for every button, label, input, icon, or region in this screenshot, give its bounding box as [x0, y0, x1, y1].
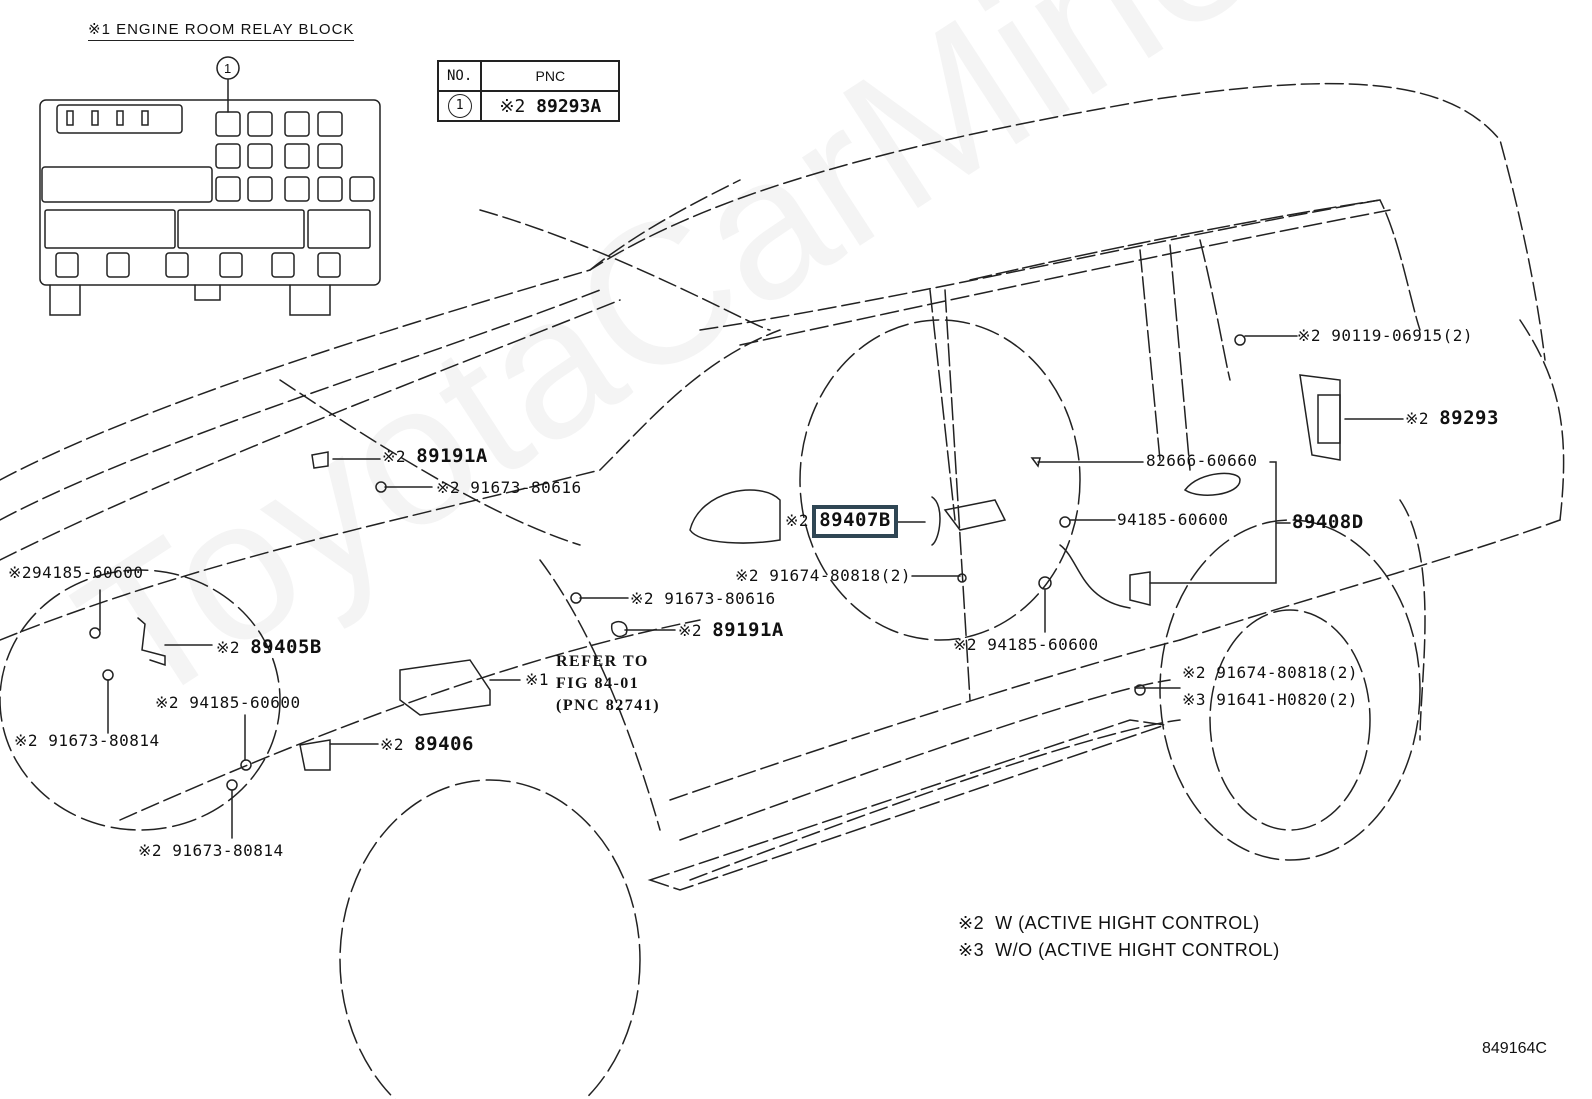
callout-mark: ※2: [735, 566, 760, 585]
running-board: [647, 719, 1166, 891]
pnc-header-pnc: PNC: [480, 60, 621, 92]
callout-mark: ※2: [155, 693, 180, 712]
part-number: 89407B: [819, 509, 891, 531]
legend-item-w: ※2 W (ACTIVE HIGHT CONTROL): [958, 913, 1260, 934]
legend-text: W (ACTIVE HIGHT CONTROL): [995, 913, 1260, 933]
pnc-row-number: 1: [447, 94, 472, 118]
callout-mark: ※2: [678, 621, 703, 640]
part-number: 94185-60600: [987, 635, 1099, 654]
callout-mark: ※2: [630, 589, 655, 608]
part-number: 91641-H0820(2): [1216, 690, 1359, 709]
callout-89405b[interactable]: ※2 89405B: [216, 638, 322, 657]
callout-mark: ※2: [1297, 326, 1322, 345]
callout-89293[interactable]: ※2 89293: [1405, 409, 1499, 428]
callout-91673-80616-fender[interactable]: ※2 91673-80616: [630, 590, 776, 608]
part-number: 89191A: [416, 445, 488, 467]
leader-lines: [99, 335, 1404, 839]
part-number: 94185-60600: [32, 563, 144, 582]
pnc-table: NO. PNC 1 ※2 89293A: [436, 60, 621, 122]
part-number: 89406: [414, 733, 474, 755]
callout-mark: ※2: [216, 638, 241, 657]
part-number: 89408D: [1292, 511, 1364, 533]
part-number: 89405B: [250, 636, 322, 658]
mirror: [689, 489, 781, 544]
figure-number: 849164C: [1482, 1040, 1547, 1057]
callout-mark: ※2: [1182, 663, 1207, 682]
callout-94185-60600-front-1[interactable]: ※294185-60600: [8, 564, 144, 582]
callout-mark: ※2: [8, 563, 33, 582]
callout-91673-80616-hood[interactable]: ※2 91673-80616: [436, 479, 582, 497]
part-number: 90119-06915(2): [1331, 326, 1474, 345]
callout-90119-06915[interactable]: ※2 90119-06915(2): [1297, 327, 1473, 345]
callout-mark: ※2: [1405, 409, 1430, 428]
part-glyphs: [89, 334, 1341, 791]
part-number: 91674-80818(2): [769, 566, 912, 585]
highlight-box: [812, 505, 898, 538]
part-number: 91673-80814: [48, 731, 160, 750]
callout-mark: ※2: [138, 841, 163, 860]
callout-94185-60600-rear[interactable]: 94185-60600: [1117, 511, 1228, 529]
pnc-table-header: NO. PNC: [436, 60, 621, 92]
callout-82666-60660[interactable]: 82666-60660: [1146, 452, 1257, 470]
callout-91673-80814-b[interactable]: ※2 91673-80814: [138, 842, 284, 860]
part-number: 89191A: [712, 619, 784, 641]
refer-mark: ※1: [525, 670, 550, 689]
part-number: 89293: [1439, 407, 1499, 429]
callout-94185-60600-front-2[interactable]: ※2 94185-60600: [155, 694, 301, 712]
callout-89191a-hood[interactable]: ※2 89191A: [382, 447, 488, 466]
pnc-row-mark: ※2: [499, 95, 526, 117]
callout-mark: ※2: [382, 447, 407, 466]
refer-note[interactable]: REFER TO FIG 84-01 (PNC 82741): [556, 651, 660, 717]
wheels: [0, 319, 1421, 1099]
part-number: 94185-60600: [189, 693, 301, 712]
legend-item-wo: ※3 W/O (ACTIVE HIGHT CONTROL): [958, 940, 1280, 961]
legend-mark: ※3: [958, 940, 985, 960]
callout-89408d[interactable]: 89408D: [1292, 513, 1364, 532]
car-body-outline: [0, 82, 1565, 881]
part-number: 82666-60660: [1146, 451, 1258, 470]
callout-91674-80818-rear[interactable]: ※2 91674-80818(2): [1182, 664, 1358, 682]
pnc-table-row: 1 ※2 89293A: [436, 90, 621, 122]
callout-mark: ※2: [436, 478, 461, 497]
refer-line: (PNC 82741): [556, 697, 661, 714]
callout-mark: ※2: [953, 635, 978, 654]
callout-mark: ※2: [14, 731, 39, 750]
callout-94185-60600-mid[interactable]: ※2 94185-60600: [953, 636, 1099, 654]
relay-block-title: ※1 ENGINE ROOM RELAY BLOCK: [88, 20, 355, 41]
door-handle: [1183, 472, 1241, 496]
callout-89407b[interactable]: ※2 89407B: [785, 511, 891, 530]
relay-callout-number: 1: [224, 61, 231, 76]
callout-91674-80818-front[interactable]: ※2 91674-80818(2): [735, 567, 911, 585]
callout-89191a-fender[interactable]: ※2 89191A: [678, 621, 784, 640]
refer-line: FIG 84-01: [556, 675, 640, 692]
legend-text: W/O (ACTIVE HIGHT CONTROL): [995, 940, 1280, 960]
part-number: 94185-60600: [1117, 510, 1229, 529]
part-number: 91673-80616: [664, 589, 776, 608]
callout-89406[interactable]: ※2 89406: [380, 735, 474, 754]
relay-block-drawing: [39, 56, 381, 316]
callout-mark: ※2: [785, 511, 810, 530]
callout-mark: ※2: [380, 735, 405, 754]
legend-mark: ※2: [958, 913, 985, 933]
windows: [929, 199, 1421, 701]
pnc-header-no: NO.: [436, 60, 483, 92]
part-number: 91673-80616: [470, 478, 582, 497]
callout-91641-h0820[interactable]: ※3 91641-H0820(2): [1182, 691, 1358, 709]
callout-mark: ※3: [1182, 690, 1207, 709]
part-number: 91674-80818(2): [1216, 663, 1359, 682]
callout-91673-80814-a[interactable]: ※2 91673-80814: [14, 732, 160, 750]
part-number: 91673-80814: [172, 841, 284, 860]
refer-line: REFER TO: [556, 653, 649, 670]
pnc-row-part[interactable]: 89293A: [536, 95, 602, 117]
